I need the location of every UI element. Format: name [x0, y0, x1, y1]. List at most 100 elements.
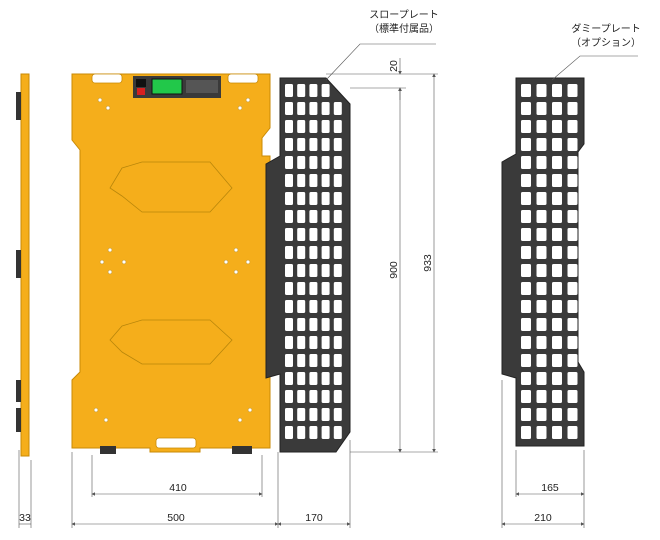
slope-plate-note: （標準付属品）: [369, 22, 439, 35]
grid-hole: [297, 336, 306, 349]
grid-hole: [309, 84, 318, 97]
grid-hole: [521, 246, 531, 259]
grid-hole: [285, 120, 293, 133]
grid-hole: [285, 192, 293, 205]
grid-hole: [285, 246, 293, 259]
grid-hole: [297, 318, 306, 331]
grid-hole: [297, 246, 306, 259]
grid-hole: [521, 228, 531, 241]
slope-plate-label: スロープレート: [369, 9, 438, 21]
grid-hole: [309, 138, 318, 151]
grid-hole: [536, 336, 547, 349]
grid-hole: [285, 102, 293, 115]
side-view: [16, 73, 32, 528]
grid-hole: [321, 354, 330, 367]
grid-hole: [309, 282, 318, 295]
grid-hole: [521, 336, 531, 349]
grid-hole: [333, 120, 342, 133]
grid-hole: [297, 300, 306, 313]
dim-165: 165: [541, 482, 559, 494]
grid-hole: [309, 228, 318, 241]
grid-hole: [536, 372, 547, 385]
grid-hole: [321, 282, 330, 295]
grid-hole: [297, 120, 306, 133]
grid-hole: [552, 354, 562, 367]
grid-hole: [333, 426, 342, 439]
grid-hole: [567, 300, 578, 313]
grid-hole: [521, 192, 531, 205]
grid-hole: [536, 408, 547, 421]
grid-hole: [321, 300, 330, 313]
grid-hole: [333, 228, 342, 241]
grid-hole: [309, 354, 318, 367]
grid-hole: [321, 174, 330, 187]
grid-hole: [321, 102, 330, 115]
grid-hole: [552, 408, 562, 421]
grid-hole: [567, 228, 578, 241]
grid-hole: [333, 318, 342, 331]
grid-hole: [567, 336, 578, 349]
display-unit: [133, 76, 221, 98]
dim-933: 933: [422, 254, 434, 272]
grid-hole: [309, 120, 318, 133]
grid-hole: [567, 174, 578, 187]
grid-hole: [321, 336, 330, 349]
dim-500: 500: [167, 512, 185, 524]
grid-hole: [536, 192, 547, 205]
grid-hole: [521, 84, 531, 97]
grid-hole: [285, 174, 293, 187]
grid-hole: [567, 372, 578, 385]
grid-hole: [521, 138, 531, 151]
grid-hole: [567, 102, 578, 115]
grid-hole: [333, 246, 342, 259]
grid-hole: [309, 372, 318, 385]
grid-hole: [309, 300, 318, 313]
dim-900: 900: [388, 261, 400, 279]
grid-hole: [552, 210, 562, 223]
grid-hole: [321, 264, 330, 277]
grid-hole: [333, 372, 342, 385]
grid-hole: [333, 210, 342, 223]
grid-hole: [297, 408, 306, 421]
grid-hole: [297, 102, 306, 115]
grid-hole: [552, 282, 562, 295]
grid-hole: [309, 390, 318, 403]
grid-hole: [321, 228, 330, 241]
grid-hole: [285, 390, 293, 403]
grid-hole: [521, 426, 531, 439]
grid-hole: [536, 84, 547, 97]
grid-hole: [297, 192, 306, 205]
grid-hole: [536, 120, 547, 133]
grid-hole: [333, 390, 342, 403]
grid-hole: [285, 426, 293, 439]
grid-hole: [297, 156, 306, 169]
grid-hole: [536, 174, 547, 187]
grid-hole: [552, 138, 562, 151]
grid-hole: [321, 84, 330, 97]
grid-hole: [333, 138, 342, 151]
grid-hole: [321, 318, 330, 331]
grid-hole: [309, 156, 318, 169]
grid-hole: [536, 102, 547, 115]
dim-410: 410: [169, 482, 187, 494]
grid-hole: [521, 102, 531, 115]
grid-hole: [521, 156, 531, 169]
grid-hole: [333, 336, 342, 349]
grid-hole: [567, 138, 578, 151]
grid-hole: [285, 336, 293, 349]
grid-hole: [567, 120, 578, 133]
grid-hole: [567, 282, 578, 295]
grid-hole: [285, 408, 293, 421]
grid-hole: [552, 300, 562, 313]
grid-hole: [285, 300, 293, 313]
grid-hole: [333, 282, 342, 295]
grid-hole: [321, 390, 330, 403]
grid-hole: [536, 390, 547, 403]
dummy-plate: [501, 77, 585, 447]
grid-hole: [536, 228, 547, 241]
grid-hole: [285, 282, 293, 295]
grid-hole: [552, 156, 562, 169]
grid-hole: [309, 246, 318, 259]
grid-hole: [552, 102, 562, 115]
